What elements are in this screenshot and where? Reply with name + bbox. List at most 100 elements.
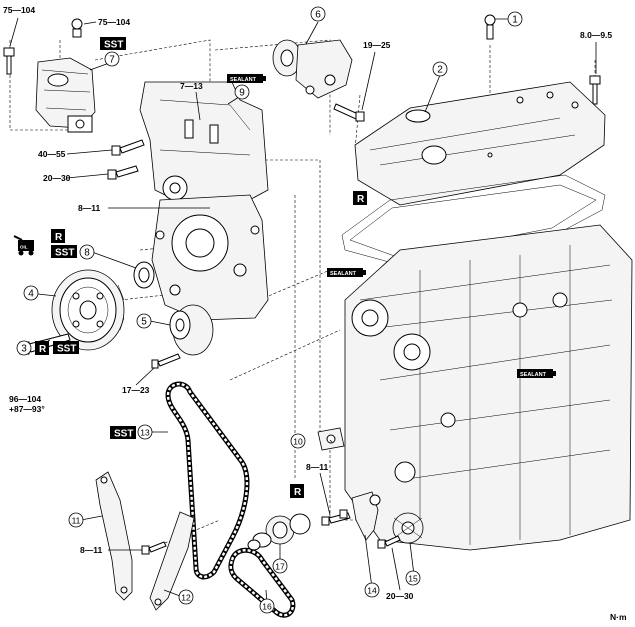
r-tag-bolt: R bbox=[35, 341, 49, 355]
crankshaft-sprocket bbox=[247, 513, 311, 551]
sst-text-chain: SST bbox=[114, 429, 133, 440]
sst-tag-top: SST bbox=[100, 37, 126, 51]
idler-bolt bbox=[151, 353, 181, 369]
callout-7-text: 7 bbox=[109, 55, 115, 66]
sealant-tag-block: SEALANT bbox=[517, 369, 556, 378]
torque-75-104-nut: 75—104 bbox=[98, 17, 130, 27]
torque-20-30-sprocket: 20—30 bbox=[386, 591, 414, 601]
torque-20-30-left: 20—30 bbox=[43, 173, 71, 183]
sealant-label-block: SEALANT bbox=[520, 372, 547, 378]
oil-text: OIL bbox=[20, 245, 28, 250]
sealant-label-top: SEALANT bbox=[230, 77, 257, 83]
callout-5-text: 5 bbox=[141, 317, 147, 328]
timing-chain bbox=[165, 381, 250, 580]
chain-tensioner bbox=[317, 427, 345, 451]
callout-6: 6 bbox=[310, 6, 326, 22]
callout-8-text: 8 bbox=[84, 248, 90, 259]
cam-position-sensor bbox=[484, 14, 496, 40]
sst-tag-oil: SST bbox=[51, 245, 77, 259]
crankshaft-pulley bbox=[51, 269, 125, 351]
sst-text-oil: SST bbox=[55, 248, 74, 259]
callout-9: 9 bbox=[234, 84, 250, 100]
callout-13: 13 bbox=[137, 424, 153, 440]
callout-11-text: 11 bbox=[72, 516, 81, 526]
callout-14-text: 14 bbox=[367, 586, 377, 596]
engine-mount bbox=[35, 57, 96, 133]
callout-17-text: 17 bbox=[275, 562, 285, 572]
bolt-8-0-9-5 bbox=[589, 75, 601, 105]
front-oil-seal bbox=[133, 261, 155, 289]
sst-tag-chain: SST bbox=[110, 426, 136, 440]
sst-tag-bolt: SST bbox=[53, 341, 79, 355]
callout-13-text: 13 bbox=[140, 428, 150, 438]
tensioner-bolt bbox=[333, 103, 365, 122]
r-tag-cover: R bbox=[353, 191, 367, 205]
callout-5: 5 bbox=[136, 313, 152, 329]
r-text-cover: R bbox=[357, 194, 365, 205]
drive-belt-tensioner bbox=[272, 39, 353, 99]
callout-10-text: 10 bbox=[293, 437, 303, 447]
torque-75-104-left: 75—104 bbox=[3, 5, 35, 15]
callout-17: 17 bbox=[272, 558, 288, 574]
sealant-tag-top: SEALANT bbox=[227, 74, 266, 83]
sealant-label-gasket: SEALANT bbox=[330, 271, 357, 277]
callout-16: 16 bbox=[259, 598, 275, 614]
callout-15-text: 15 bbox=[408, 574, 418, 584]
mount-nut-top bbox=[71, 18, 83, 38]
callout-12-text: 12 bbox=[181, 593, 191, 603]
chain-guide bbox=[95, 471, 133, 601]
torque-8-0-9-5: 8.0—9.5 bbox=[580, 30, 612, 40]
callout-9-text: 9 bbox=[239, 88, 245, 99]
callout-1-text: 1 bbox=[512, 15, 518, 26]
callout-2: 2 bbox=[432, 61, 448, 77]
guide-bolts bbox=[321, 509, 351, 526]
r-text-seal: R bbox=[294, 487, 302, 498]
callout-12: 12 bbox=[178, 589, 194, 605]
torque-7-13: 7—13 bbox=[180, 81, 203, 91]
r-text-bolt: R bbox=[39, 344, 47, 355]
front-cover-upper bbox=[139, 81, 269, 206]
callout-10: 10 bbox=[290, 433, 306, 449]
callout-6-text: 6 bbox=[315, 10, 321, 21]
mount-bolt-left bbox=[3, 47, 15, 75]
engine-block bbox=[344, 224, 633, 551]
r-text-oil: R bbox=[55, 232, 63, 243]
callout-4: 4 bbox=[23, 285, 39, 301]
torque-8-11-seal: 8—11 bbox=[306, 462, 328, 472]
r-tag-oil: R bbox=[51, 229, 65, 243]
torque-8-11-guide: 8—11 bbox=[80, 545, 102, 555]
torque-40-55: 40—55 bbox=[38, 149, 66, 159]
callout-leaders bbox=[9, 17, 597, 605]
callout-11: 11 bbox=[68, 512, 84, 528]
callout-15: 15 bbox=[405, 570, 421, 586]
sealant-tag-gasket: SEALANT bbox=[327, 268, 366, 277]
torque-87-93-deg: +87—93° bbox=[9, 404, 45, 414]
front-cover-lower bbox=[151, 194, 269, 321]
sst-text-top: SST bbox=[104, 40, 123, 51]
torque-17-23: 17—23 bbox=[122, 385, 150, 395]
chain-guide-bolt bbox=[141, 541, 167, 555]
oil-pump-sprocket bbox=[392, 512, 424, 544]
callout-16-text: 16 bbox=[262, 602, 272, 612]
callout-1: 1 bbox=[507, 11, 523, 27]
oil-pump-chain bbox=[228, 547, 296, 618]
tensioner-arm bbox=[149, 511, 195, 611]
callout-8: 8 bbox=[79, 244, 95, 260]
torque-19-25: 19—25 bbox=[363, 40, 391, 50]
torque-8-11-cover: 8—11 bbox=[78, 203, 100, 213]
callout-3: 3 bbox=[16, 340, 32, 356]
r-tag-seal: R bbox=[290, 484, 304, 498]
idler-pulley bbox=[169, 304, 214, 356]
callout-14: 14 bbox=[364, 582, 380, 598]
oil-pump-chain-guide bbox=[351, 491, 381, 541]
callout-7: 7 bbox=[104, 51, 120, 67]
cylinder-head-cover bbox=[354, 81, 606, 206]
callout-4-text: 4 bbox=[28, 289, 34, 300]
unit-label: N·m bbox=[610, 612, 627, 622]
bolt-40-55 bbox=[111, 139, 145, 156]
sst-text-bolt: SST bbox=[57, 344, 76, 355]
oil-can-icon: OIL bbox=[13, 235, 34, 256]
torque-96-104: 96—104 bbox=[9, 394, 41, 404]
